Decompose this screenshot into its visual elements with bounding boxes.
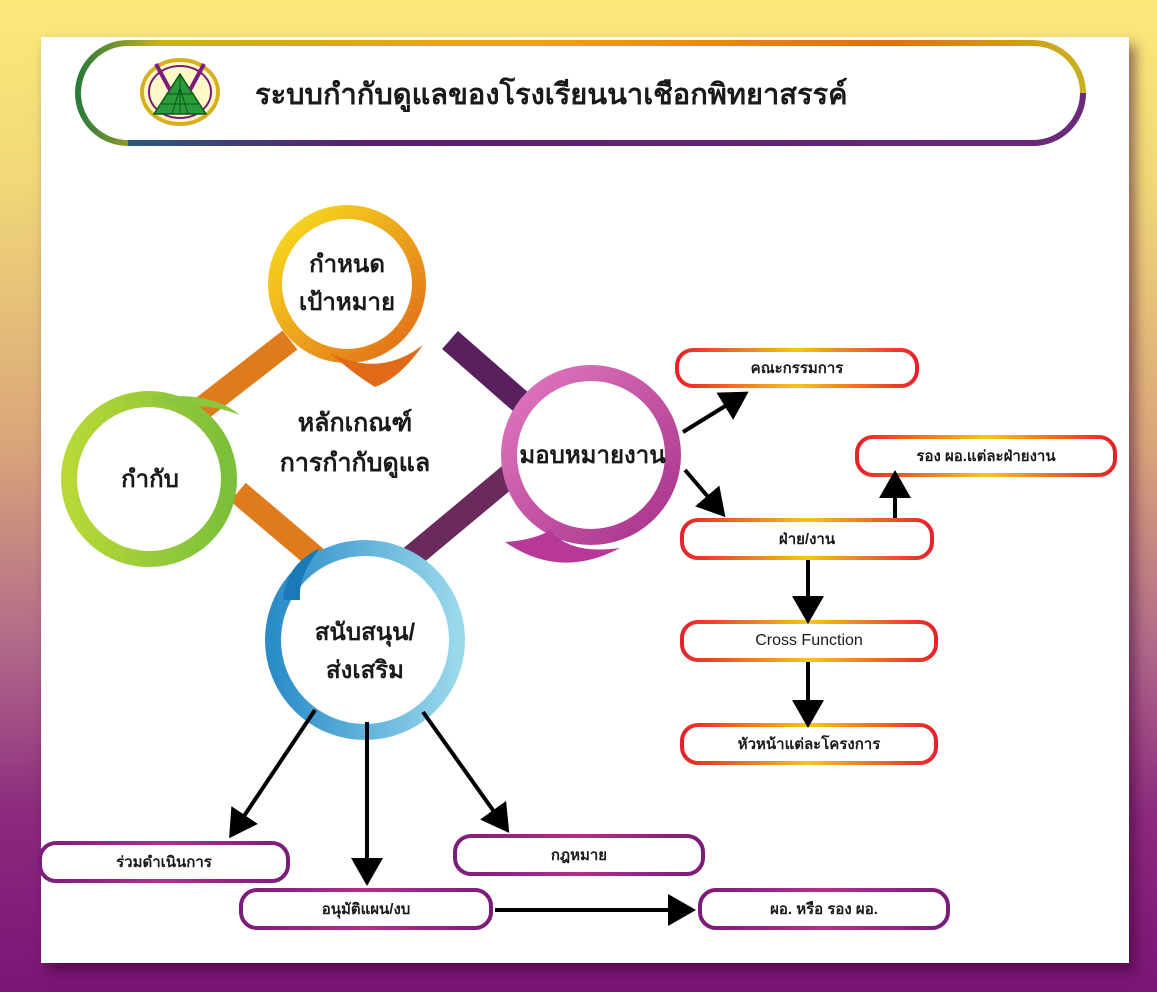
page-title: ระบบกำกับดูแลของโรงเรียนนาเชือกพิทยาสรรค… (255, 79, 848, 111)
criteria-label: หลักเกณฑ์ การกำกับดูแล (250, 402, 460, 484)
cooperate-box: ร่วมดำเนินการ (116, 854, 212, 871)
arrow-assign-to-department (683, 468, 726, 518)
criteria-label-line1: หลักเกณฑ์ (297, 409, 413, 437)
assign-ring (501, 365, 681, 563)
cross-function-box: Cross Function (755, 632, 863, 649)
project-heads-box: หัวหน้าแต่ละโครงการ (737, 736, 881, 753)
arrow-support-to-law (421, 710, 510, 834)
director-or-deputy-box: ผอ. หรือ รอง ผอ. (770, 901, 878, 918)
connector-top-left (192, 330, 298, 420)
assign-label: มอบหมายงาน (519, 442, 666, 469)
goal-ring (268, 205, 426, 387)
support-label: สนับสนุน/ ส่งเสริม (285, 612, 445, 692)
school-emblem-icon (140, 58, 220, 126)
goal-label-line1: กำหนด (309, 251, 385, 278)
criteria-label-line2: การกำกับดูแล (279, 449, 431, 477)
support-label-line1: สนับสนุน/ (314, 619, 416, 646)
department-box: ฝ่าย/งาน (778, 531, 836, 548)
goal-label: กำหนด เป้าหมาย (277, 246, 417, 322)
header-banner (75, 40, 1086, 146)
supervise-label: กำกับ (121, 466, 179, 493)
support-label-line2: ส่งเสริม (326, 657, 404, 684)
committee-box: คณะกรรมการ (750, 360, 844, 377)
arrow-support-to-cooperate (229, 708, 317, 839)
flow-arrows (229, 391, 911, 926)
deputy-each-dept-box: รอง ผอ.แต่ละฝ่ายงาน (916, 448, 1056, 465)
approve-plan-box: อนุมัติแผน/งบ (321, 901, 411, 918)
box-frames (38, 348, 1117, 930)
connector-top-right (442, 330, 538, 420)
goal-label-line2: เป้าหมาย (298, 289, 396, 316)
law-box: กฎหมาย (550, 847, 608, 864)
arrow-assign-to-committee (681, 391, 749, 434)
supervise-ring (61, 391, 240, 567)
